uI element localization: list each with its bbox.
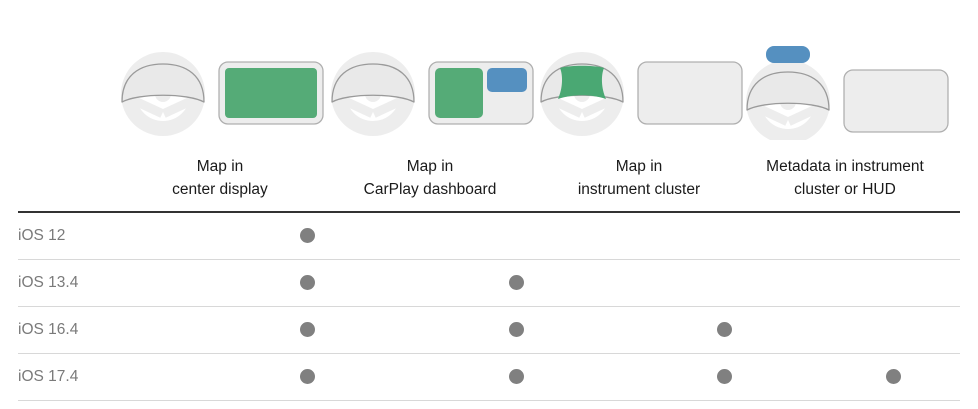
hud-metadata-bar xyxy=(766,46,810,63)
cell-supported xyxy=(412,306,621,354)
cell-supported xyxy=(412,353,621,401)
cell-unsupported xyxy=(827,212,960,260)
column-headers: Map in center display Map in CarPlay das… xyxy=(0,155,978,207)
column-header-center-display: Map in center display xyxy=(95,155,345,201)
steering-wheel-with-hud-metadata-icon xyxy=(730,30,960,140)
table-row: iOS 16.4 xyxy=(18,306,960,354)
column-header-line-2: CarPlay dashboard xyxy=(363,181,497,198)
carplay-dashboard-metadata-pane xyxy=(487,68,527,92)
cell-supported xyxy=(202,353,412,401)
availability-dot-icon xyxy=(509,368,524,384)
column-icon-row xyxy=(0,30,978,140)
cell-supported xyxy=(412,259,621,307)
column-header-line-1: Metadata in instrument xyxy=(766,158,924,175)
cell-supported xyxy=(827,353,960,401)
column-header-line-2: instrument cluster xyxy=(577,181,701,198)
availability-dot-icon xyxy=(509,321,524,337)
availability-dot-icon xyxy=(299,321,315,337)
instrument-cluster-shape xyxy=(331,63,415,103)
cell-supported xyxy=(621,353,827,401)
cell-supported xyxy=(202,306,412,354)
table-row: iOS 17.4 xyxy=(18,353,960,401)
cell-supported xyxy=(621,306,827,354)
instrument-cluster-map-fill xyxy=(558,65,606,99)
center-display-map-fill xyxy=(225,68,317,118)
cell-supported xyxy=(202,259,412,307)
center-display-panel xyxy=(843,69,949,133)
availability-dot-icon xyxy=(299,368,315,384)
row-label-os-version: iOS 16.4 xyxy=(18,306,202,354)
availability-dot-icon xyxy=(716,368,732,384)
table-row: iOS 13.4 xyxy=(18,259,960,307)
availability-dot-icon xyxy=(886,368,901,384)
steering-wheel-with-carplay-dashboard-icon xyxy=(315,30,545,140)
availability-dot-icon xyxy=(509,274,524,290)
column-header-line-1: Map in xyxy=(406,158,454,175)
instrument-cluster-shape xyxy=(121,63,205,103)
cell-supported xyxy=(202,212,412,260)
column-header-line-2: center display xyxy=(172,181,268,198)
center-display-panel xyxy=(637,61,743,125)
column-header-line-1: Map in xyxy=(615,158,663,175)
column-header-metadata-cluster-hud: Metadata in instrument cluster or HUD xyxy=(720,155,970,201)
carplay-dashboard-map-pane xyxy=(435,68,483,118)
availability-dot-icon xyxy=(299,228,315,244)
cell-unsupported xyxy=(827,259,960,307)
cell-unsupported xyxy=(827,306,960,354)
cell-unsupported xyxy=(412,212,621,260)
cell-unsupported xyxy=(621,212,827,260)
column-header-line-1: Map in xyxy=(196,158,244,175)
row-label-os-version: iOS 13.4 xyxy=(18,259,202,307)
cell-unsupported xyxy=(621,259,827,307)
instrument-cluster-shape xyxy=(746,71,830,111)
row-label-os-version: iOS 12 xyxy=(18,212,202,260)
row-label-os-version: iOS 17.4 xyxy=(18,353,202,401)
table-row: iOS 12 xyxy=(18,212,960,260)
steering-wheel-with-center-display-map-icon xyxy=(105,30,335,140)
column-header-instrument-cluster: Map in instrument cluster xyxy=(514,155,764,201)
availability-dot-icon xyxy=(299,274,315,290)
availability-dot-icon xyxy=(716,321,732,337)
column-header-line-2: cluster or HUD xyxy=(794,181,896,198)
steering-wheel-with-instrument-cluster-map-icon xyxy=(524,30,754,140)
column-header-carplay-dashboard: Map in CarPlay dashboard xyxy=(305,155,555,201)
